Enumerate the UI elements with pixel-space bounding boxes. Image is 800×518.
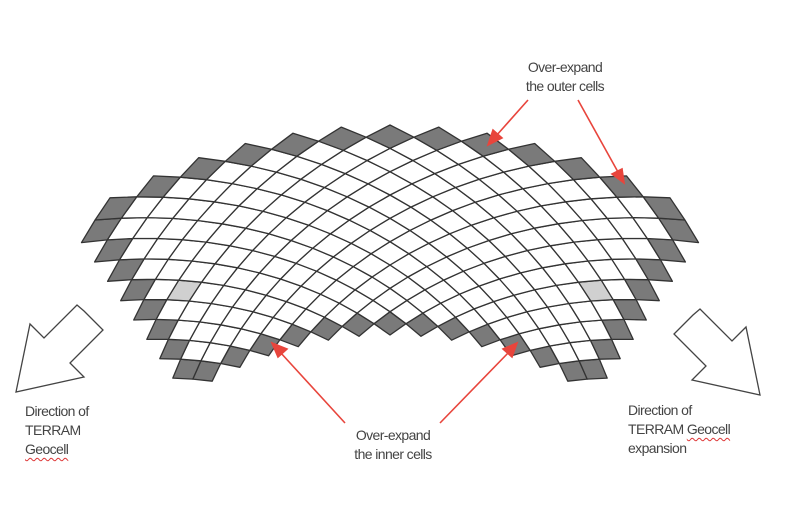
right-label-line3: expansion — [628, 440, 687, 456]
outer-label-line2: the outer cells — [525, 78, 605, 94]
inner-label-line2: the inner cells — [354, 446, 432, 462]
outer-label-line1: Over-expand — [527, 59, 603, 75]
geocell-cell — [94, 196, 138, 221]
right-direction-arrow — [673, 308, 761, 396]
outer-arrow-1-head — [486, 128, 504, 147]
geocell-cell — [507, 142, 556, 167]
right-direction-label: Direction of TERRAM Geocell expansion — [628, 401, 731, 458]
outer-cells-label: Over-expand the outer cells — [500, 58, 630, 96]
geocell-cell — [270, 132, 320, 157]
geocell-cell — [224, 142, 273, 167]
inner-arrow-2 — [439, 351, 510, 424]
geocell-cell — [599, 175, 644, 198]
right-label-line1: Direction of — [628, 402, 692, 418]
right-label-geocell: Geocell — [686, 421, 731, 437]
right-label-line2-wrap: Direction of — [628, 401, 730, 420]
right-label-line2: TERRAM Geocell — [628, 420, 731, 439]
left-direction-arrow — [15, 304, 104, 393]
outer-arrow-2-head — [610, 167, 626, 185]
inner-arrow-1 — [279, 351, 346, 424]
inner-label-line1: Over-expand — [355, 427, 431, 443]
geocell-cell — [554, 157, 601, 181]
inner-cells-label: Over-expand the inner cells — [328, 426, 458, 464]
inner-arrow-2-head — [501, 341, 519, 359]
geocell-cell — [317, 126, 367, 151]
geocell-cell — [365, 124, 415, 149]
left-direction-label: Direction of TERRAM Geocell — [25, 402, 89, 459]
outer-arrow-2 — [577, 99, 619, 173]
geocell-cell — [413, 126, 463, 151]
geocell-cell — [136, 175, 181, 198]
left-label-line1: Direction of — [25, 403, 89, 419]
geocell-cell — [642, 196, 686, 221]
left-label-line3: Geocell — [25, 441, 69, 457]
geocell-cell — [460, 132, 510, 157]
geocell-cell — [179, 157, 226, 181]
outer-arrow-1 — [495, 99, 529, 137]
inner-arrow-1-head — [270, 341, 289, 359]
right-label-terram: TERRAM — [628, 421, 687, 437]
left-label-line2: TERRAM — [25, 422, 81, 438]
